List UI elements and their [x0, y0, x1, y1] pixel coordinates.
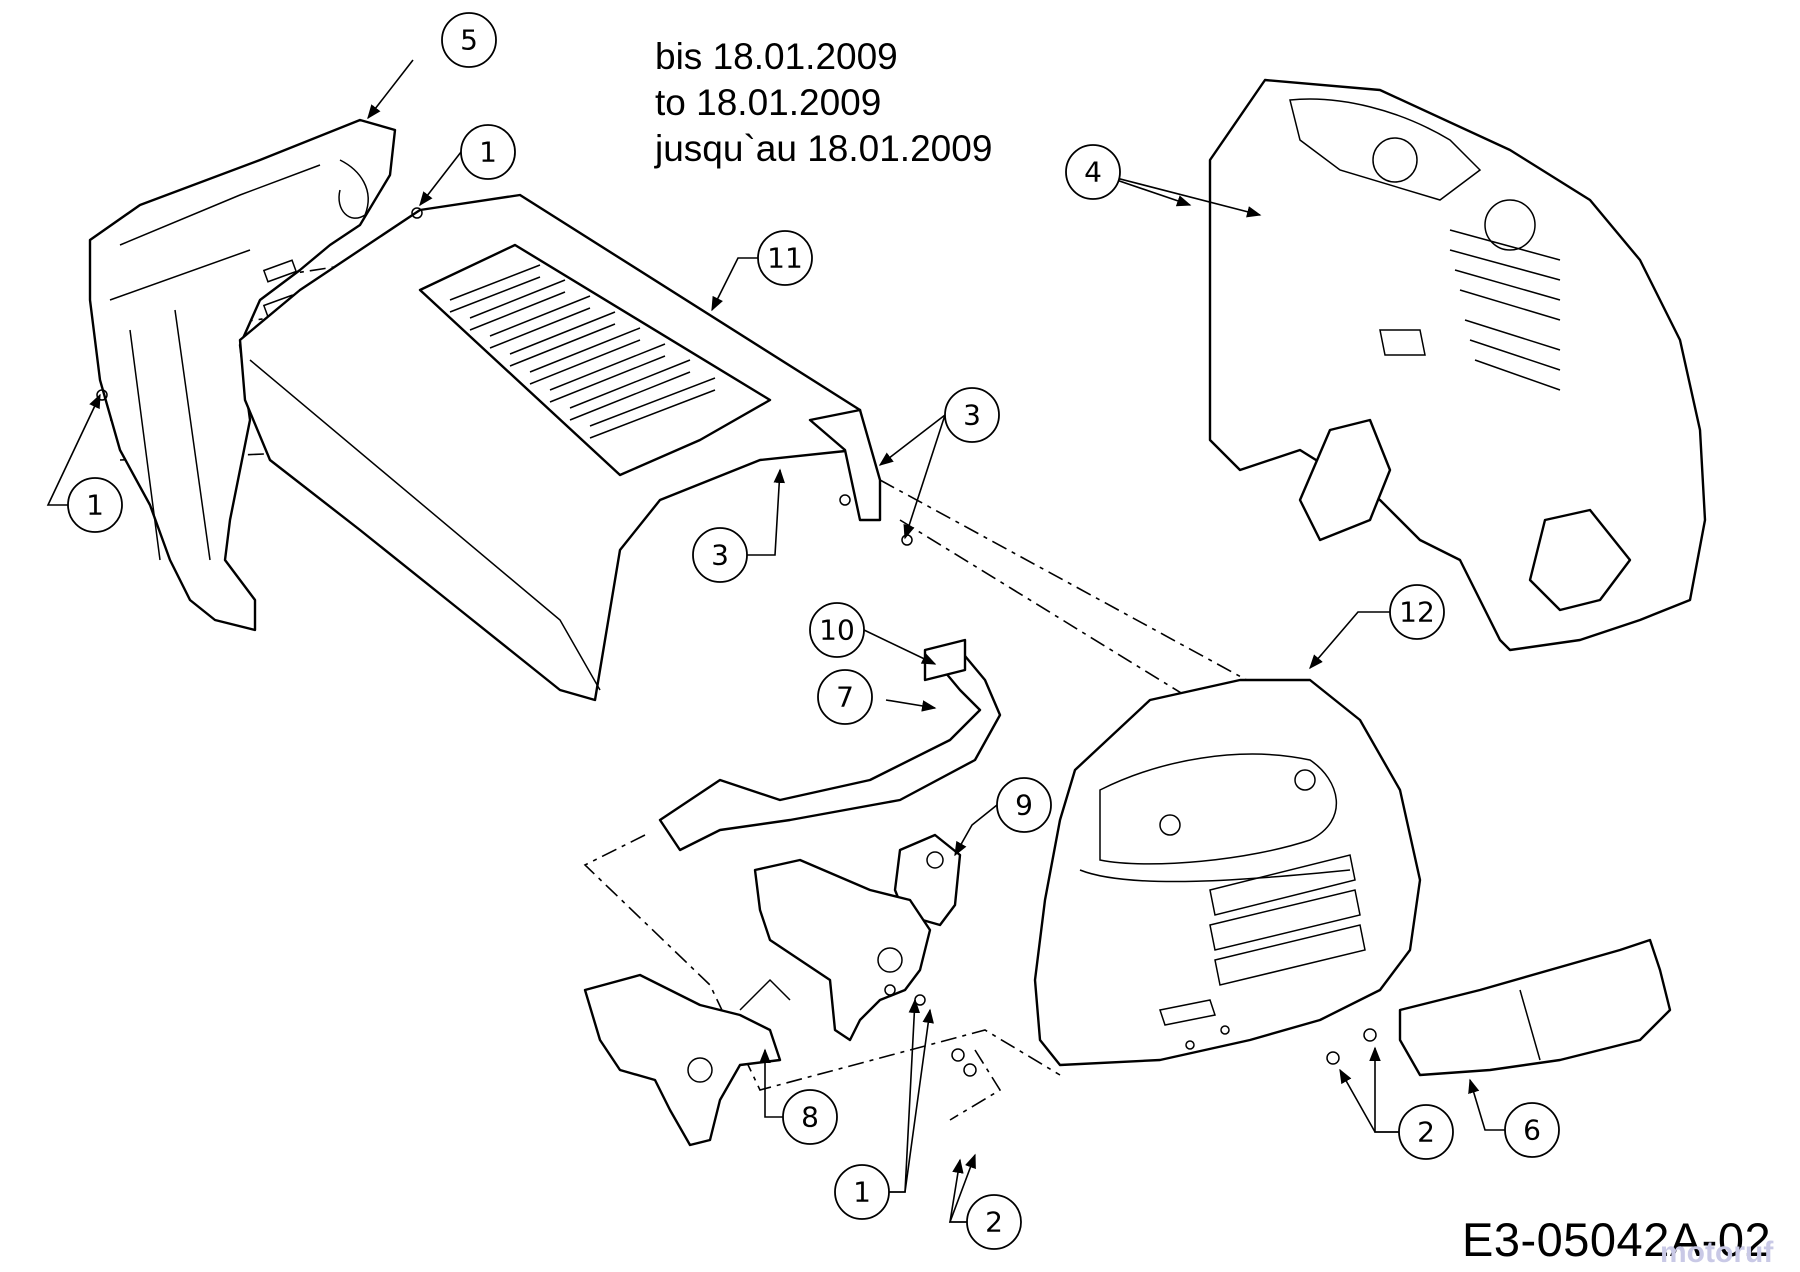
date-note-de: bis 18.01.2009 — [655, 36, 898, 77]
assembly-line — [949, 1049, 1002, 1121]
part-11-hood — [238, 193, 882, 702]
callout-2: 2 — [1398, 1104, 1454, 1160]
date-note-fr: jusqu`au 18.01.2009 — [655, 128, 993, 169]
callout-6: 6 — [1504, 1102, 1560, 1158]
callout-label: 7 — [836, 681, 854, 714]
callout-leaders — [46, 59, 1505, 1223]
callout-label: 6 — [1523, 1114, 1541, 1147]
callout-label: 9 — [1015, 789, 1033, 822]
assembly-line — [899, 519, 1291, 761]
callout-4: 4 — [1065, 144, 1121, 200]
callout-label: 8 — [801, 1101, 819, 1134]
callout-7: 7 — [817, 669, 873, 725]
callout-1: 1 — [834, 1164, 890, 1220]
callout-label: 3 — [963, 399, 981, 432]
callout-9: 9 — [996, 777, 1052, 833]
callout-3: 3 — [944, 387, 1000, 443]
callout-label: 10 — [819, 614, 855, 647]
part-12-front-cover — [1033, 678, 1422, 1067]
callout-label: 2 — [985, 1206, 1003, 1239]
part-10-bracket — [658, 638, 1002, 852]
callout-1: 1 — [460, 124, 516, 180]
callout-10: 10 — [809, 602, 865, 658]
callout-8: 8 — [782, 1089, 838, 1145]
callout-12: 12 — [1389, 584, 1445, 640]
callout-label: 2 — [1417, 1116, 1435, 1149]
callout-11: 11 — [757, 230, 813, 286]
callout-1: 1 — [67, 477, 123, 533]
watermark: motoruf — [1660, 1236, 1774, 1269]
callout-label: 1 — [853, 1176, 871, 1209]
date-note-en: to 18.01.2009 — [655, 82, 882, 123]
callout-2: 2 — [966, 1194, 1022, 1250]
callout-label: 4 — [1084, 156, 1102, 189]
callout-label: 3 — [711, 539, 729, 572]
callout-label: 5 — [460, 24, 478, 57]
part-4-front-housing — [1208, 78, 1707, 652]
callout-label: 1 — [479, 136, 497, 169]
callout-3: 3 — [692, 527, 748, 583]
callout-label: 1 — [86, 489, 104, 522]
callout-label: 11 — [767, 242, 803, 275]
part-8-bracket-assembly — [583, 858, 932, 1147]
part-6-bumper-strip — [1398, 938, 1672, 1077]
callout-label: 12 — [1399, 596, 1435, 629]
drawing-code: E3-05042A-02 — [1462, 1213, 1772, 1266]
callout-5: 5 — [441, 12, 497, 68]
